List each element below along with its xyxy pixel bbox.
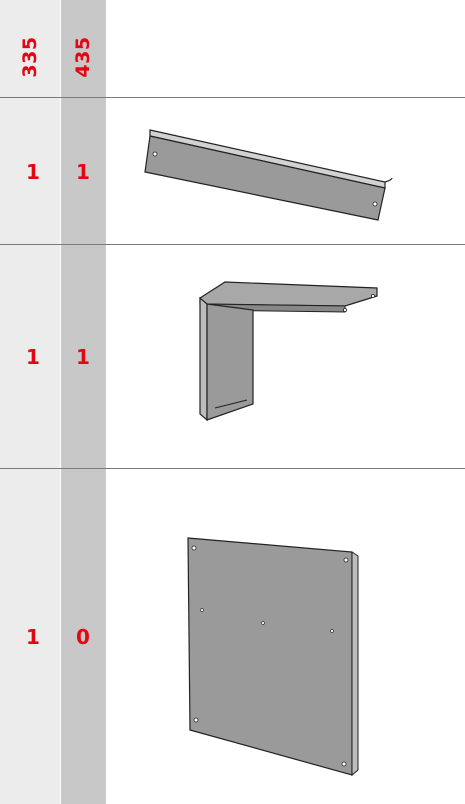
row3-qty-335: 1 [26,625,40,649]
row-divider [0,244,465,245]
row-divider [0,97,465,98]
column-divider [106,0,107,804]
row3-qty-435: 0 [76,625,90,649]
header-335: 335 [19,36,41,78]
row1-qty-435: 1 [76,160,90,184]
row1-qty-335: 1 [26,160,40,184]
angled-rail-part [144,129,393,221]
column-divider [60,0,61,804]
row2-qty-435: 1 [76,345,90,369]
row2-qty-335: 1 [26,345,40,369]
row-divider [0,468,465,469]
l-bracket-part [199,281,378,422]
flat-panel-part [187,537,359,777]
column-335-background [0,0,60,804]
column-435-background [60,0,106,804]
header-435: 435 [72,36,94,78]
